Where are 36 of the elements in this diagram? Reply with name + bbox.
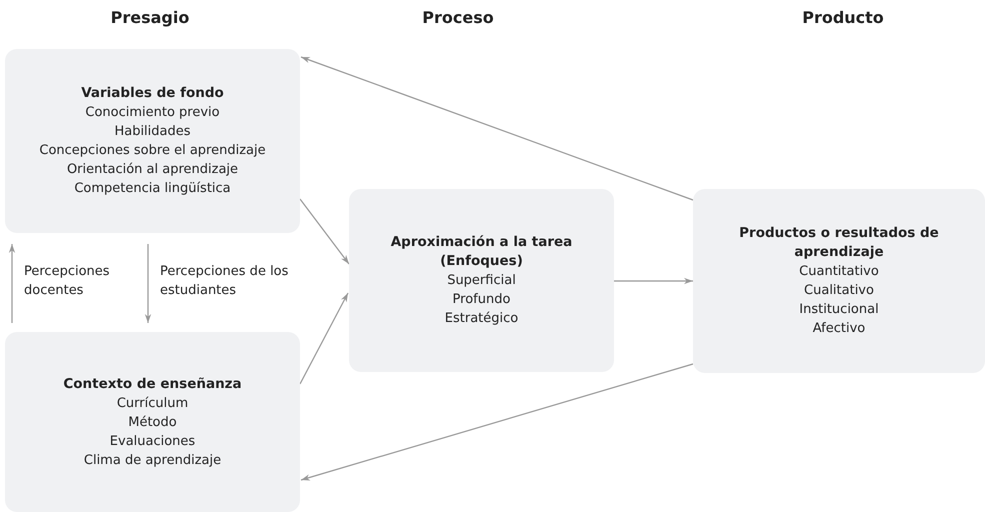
list-item: Competencia lingüística bbox=[74, 180, 231, 198]
arrow bbox=[144, 244, 152, 323]
list-item: Orientación al aprendizaje bbox=[66, 161, 238, 179]
list-item: Concepciones sobre el aprendizaje bbox=[39, 142, 266, 160]
box-heading: Variables de fondo bbox=[81, 84, 224, 103]
list-item: Currículum bbox=[116, 394, 188, 412]
list-item: Afectivo bbox=[812, 320, 866, 338]
list-item: Habilidades bbox=[114, 123, 191, 141]
box-heading: Aproximación a la tarea (Enfoques) bbox=[390, 233, 574, 271]
arrow bbox=[300, 198, 350, 264]
list-item: Clima de aprendizaje bbox=[84, 452, 222, 470]
list-item: Estratégico bbox=[444, 310, 518, 328]
list-item: Institucional bbox=[799, 301, 879, 319]
list-item: Superficial bbox=[447, 272, 516, 290]
list-item: Cualitativo bbox=[804, 282, 874, 300]
arrow bbox=[300, 56, 694, 201]
list-item: Método bbox=[128, 414, 177, 432]
edge-label: Percepciones de los estudiantes bbox=[160, 263, 290, 300]
edge-label: Percepciones docentes bbox=[24, 263, 111, 300]
column-heading: Presagio bbox=[110, 8, 190, 27]
arrow bbox=[8, 244, 16, 323]
arrow bbox=[300, 363, 694, 481]
list-item: Profundo bbox=[452, 291, 510, 309]
concept-box bbox=[693, 189, 985, 373]
list-item: Cuantitativo bbox=[799, 263, 879, 281]
column-heading: Producto bbox=[802, 8, 884, 27]
list-item: Evaluaciones bbox=[110, 432, 196, 450]
column-heading: Proceso bbox=[422, 8, 494, 27]
arrow bbox=[299, 292, 349, 384]
box-heading: Contexto de enseñanza bbox=[63, 374, 242, 394]
box-heading: Productos o resultados de aprendizaje bbox=[739, 224, 939, 262]
list-item: Conocimiento previo bbox=[85, 104, 220, 122]
arrow bbox=[614, 278, 693, 284]
concept-box bbox=[5, 332, 300, 512]
concept-box bbox=[5, 49, 300, 233]
concept-box bbox=[349, 189, 614, 372]
